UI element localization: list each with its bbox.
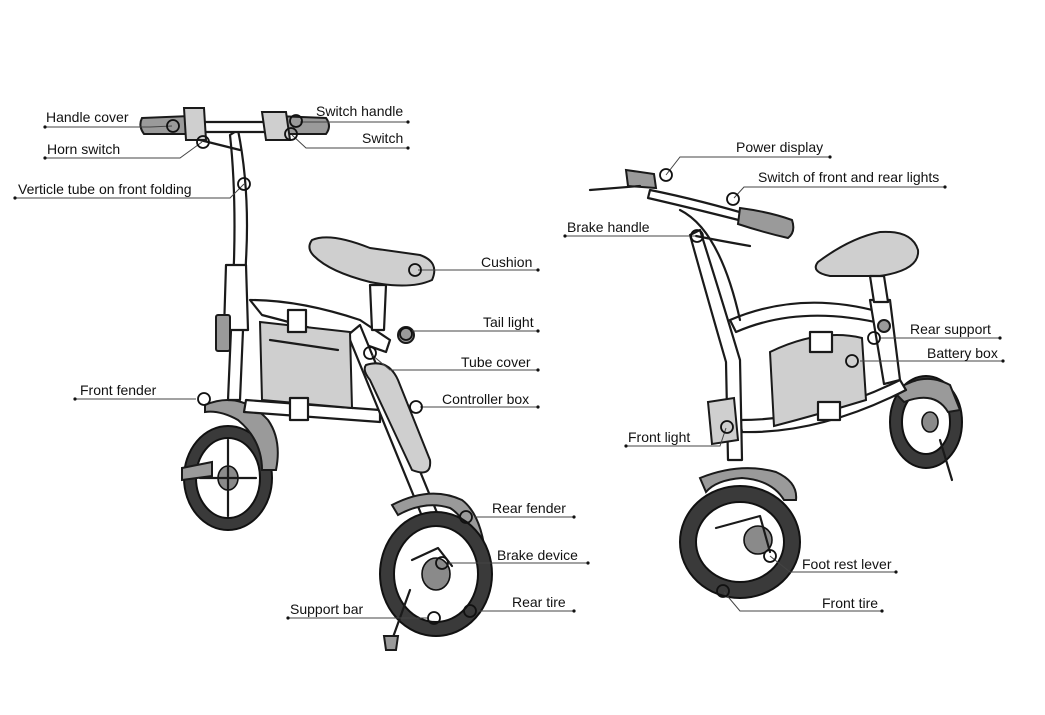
label-front-fender: Front fender	[80, 382, 157, 398]
right-battery-box	[768, 330, 868, 428]
left-battery-box	[258, 308, 354, 422]
label-rear-tire: Rear tire	[512, 594, 566, 610]
left-rear-wheel	[379, 511, 493, 637]
label-verticle-tube: Verticle tube on front folding	[18, 181, 192, 197]
label-handle-cover: Handle cover	[46, 109, 129, 125]
left-cushion	[308, 236, 436, 287]
label-switch-handle: Switch handle	[316, 103, 404, 119]
right-front-fender	[698, 467, 798, 501]
label-switch-lights: Switch of front and rear lights	[758, 169, 940, 185]
label-tail-light: Tail light	[483, 314, 534, 330]
label-brake-handle: Brake handle	[567, 219, 650, 235]
leader-lines	[13, 114, 1005, 625]
label-horn-switch: Horn switch	[47, 141, 121, 157]
label-tube-cover: Tube cover	[461, 354, 531, 370]
label-cushion: Cushion	[481, 254, 533, 270]
label-controller-box: Controller box	[442, 391, 530, 407]
right-front-wheel	[679, 485, 801, 599]
label-front-tire: Front tire	[822, 595, 879, 611]
label-power-display: Power display	[736, 139, 824, 155]
right-bike-illustration	[588, 168, 963, 599]
label-rear-fender: Rear fender	[492, 500, 566, 516]
label-brake-device: Brake device	[497, 547, 578, 563]
label-foot-rest-lever: Foot rest lever	[802, 556, 892, 572]
label-battery-box: Battery box	[927, 345, 998, 361]
label-rear-support: Rear support	[910, 321, 991, 337]
label-front-light: Front light	[628, 429, 691, 445]
label-support-bar: Support bar	[290, 601, 364, 617]
right-cushion	[814, 230, 920, 277]
left-tube-cover	[363, 362, 432, 474]
left-front-wheel	[183, 425, 273, 531]
left-bike-illustration	[139, 107, 493, 651]
label-switch: Switch	[362, 130, 404, 146]
